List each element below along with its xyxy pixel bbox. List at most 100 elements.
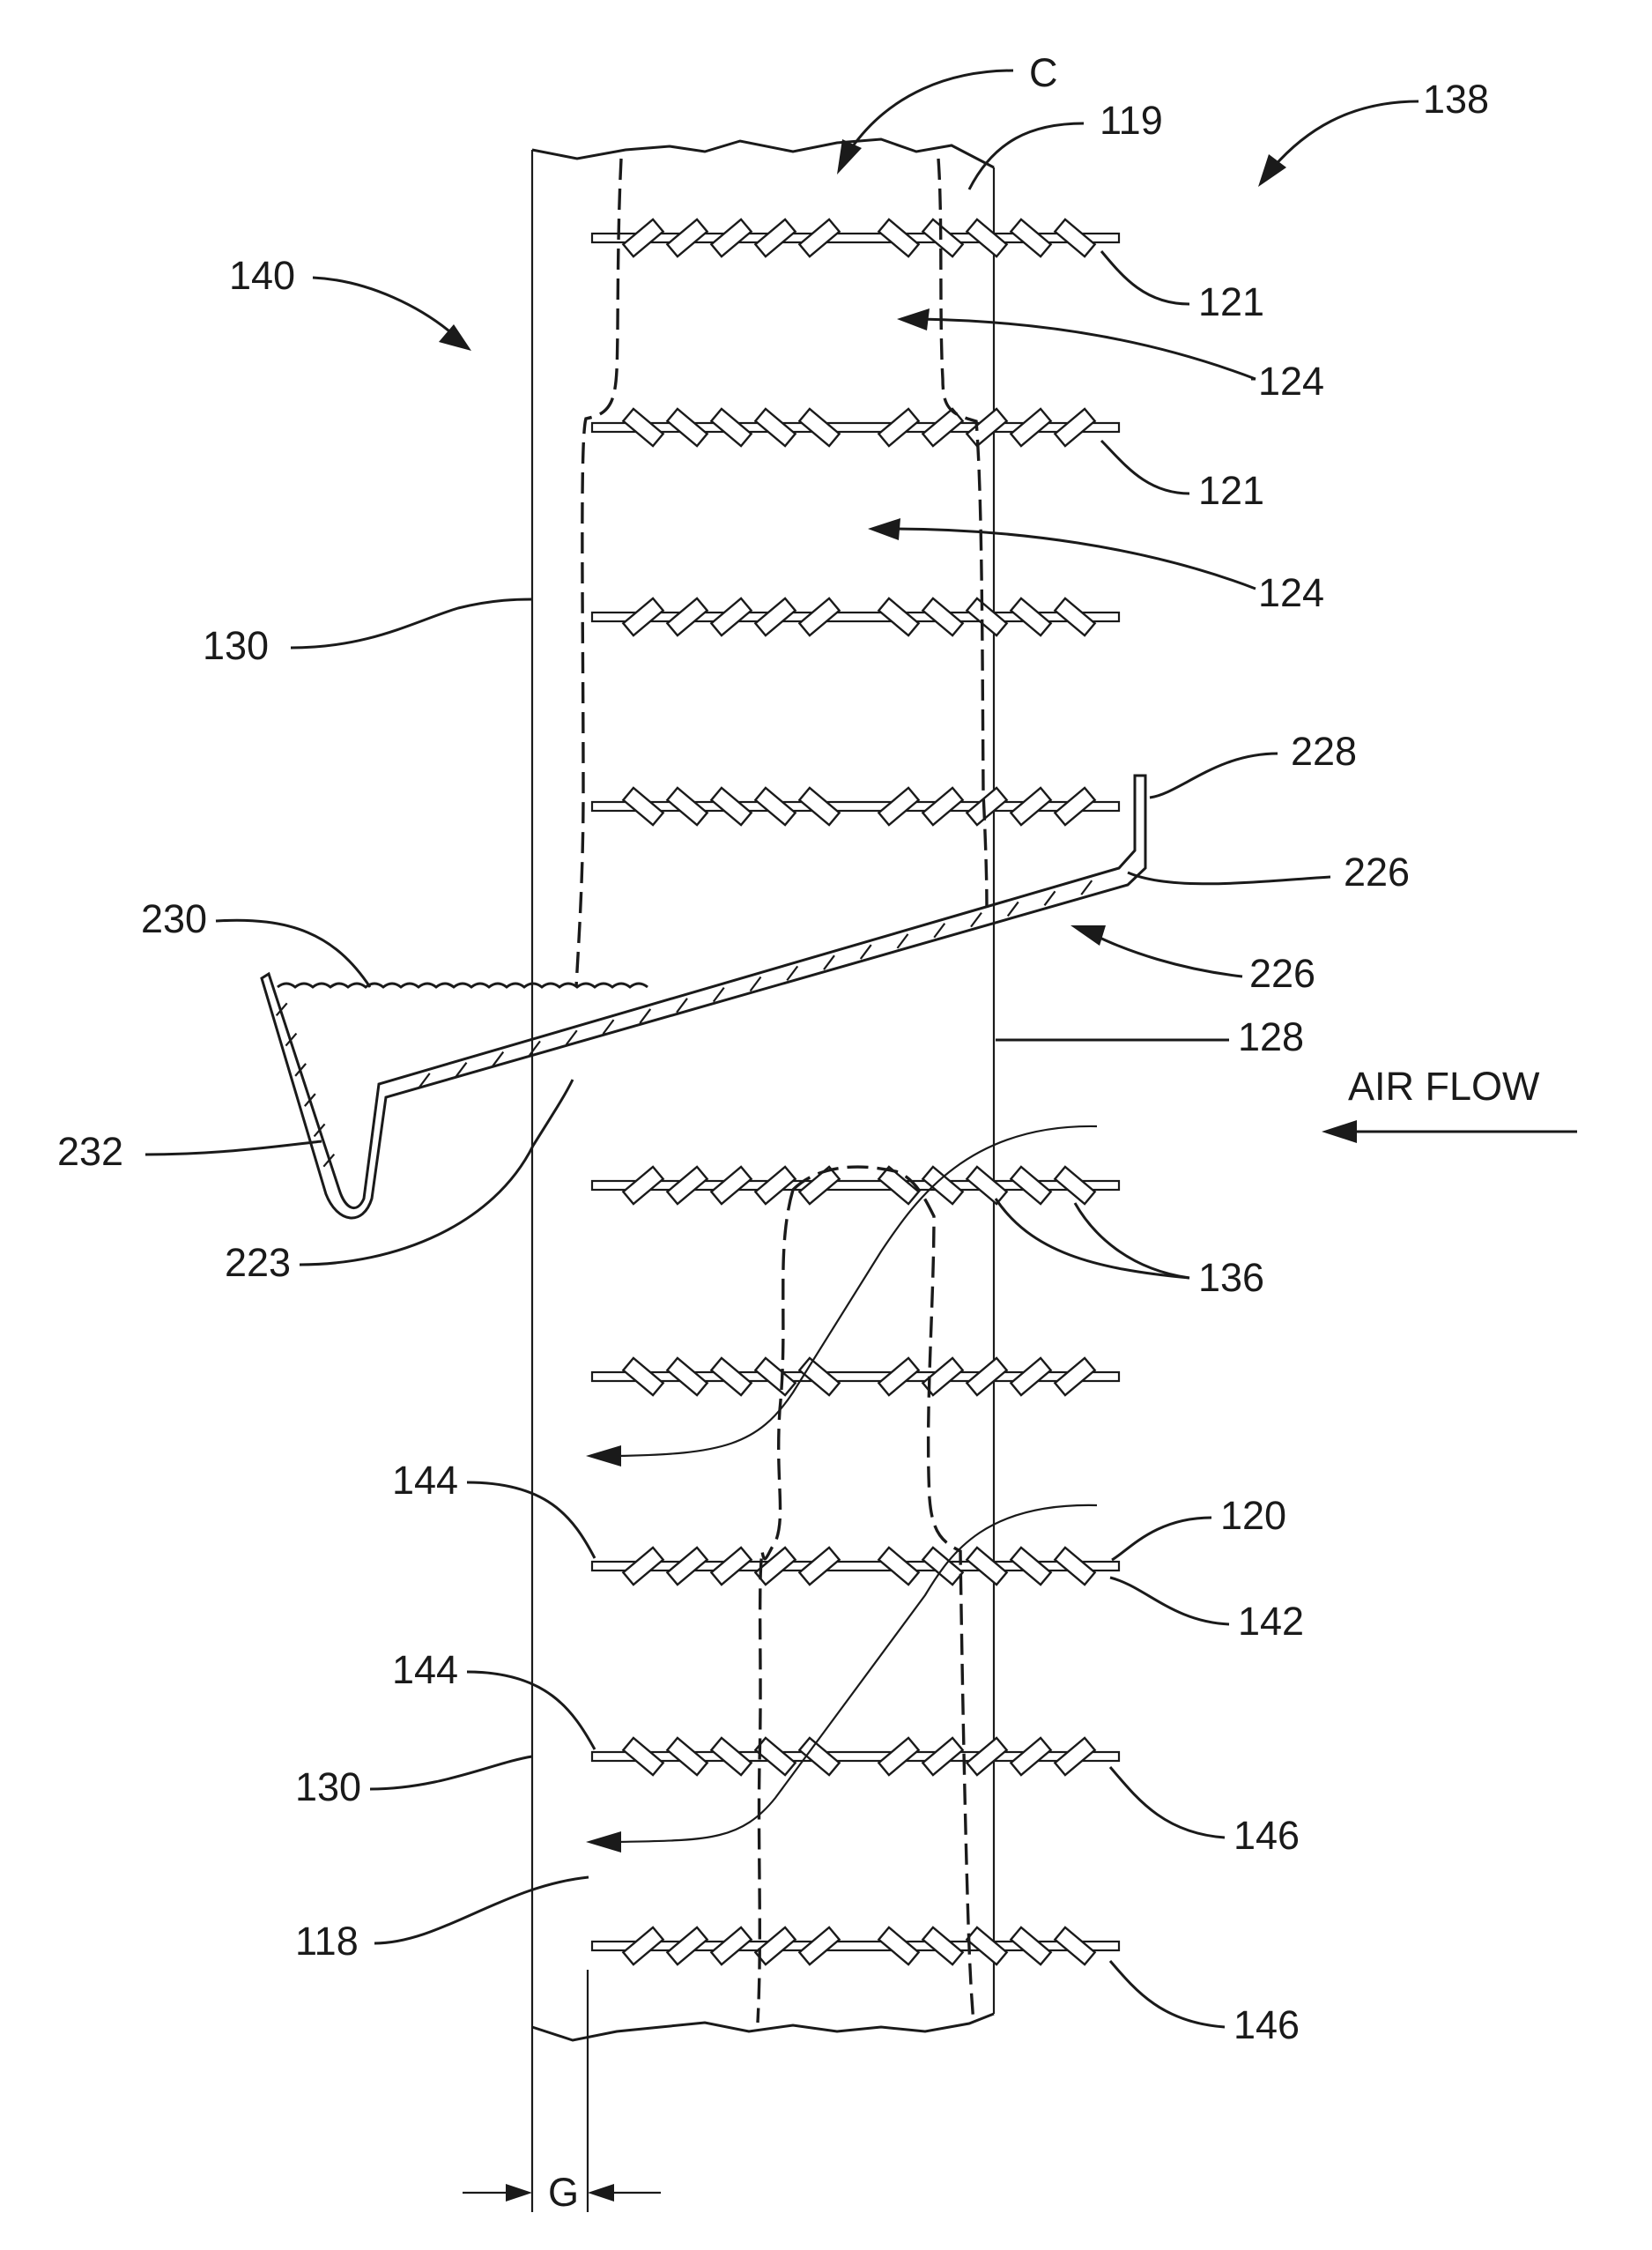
hatch-line (1045, 891, 1056, 905)
shelf-chip (799, 788, 839, 825)
shelf-chip (1011, 409, 1050, 446)
leader-228 (1150, 754, 1278, 798)
collection-trough-outer (262, 776, 1145, 1218)
shelf-chip (667, 1738, 707, 1775)
shelf-chip (1055, 1927, 1094, 1964)
leader-230 (216, 920, 370, 987)
arrowhead (586, 1831, 621, 1853)
shelf-chip (711, 1738, 751, 1775)
shelf-chip (1055, 1358, 1094, 1395)
label-118: 118 (295, 1919, 359, 1964)
shelf-chip (755, 1927, 795, 1964)
shelf-chip (1011, 1738, 1050, 1775)
label-128: 128 (1238, 1014, 1304, 1059)
shelf-chip (967, 1927, 1006, 1964)
shelf-chip (623, 409, 663, 446)
lower-dashed-boundary-loop (758, 1190, 793, 2023)
shelf-chip (711, 409, 751, 446)
shelf-chip (1011, 788, 1050, 825)
label-146-upper: 146 (1233, 1813, 1300, 1858)
shelf-chip (967, 409, 1006, 446)
shelf-chip (667, 409, 707, 446)
leader-130b (370, 1756, 532, 1789)
label-228: 228 (1291, 729, 1357, 774)
arrowhead (1070, 925, 1106, 946)
label-144-upper: 144 (392, 1458, 458, 1503)
shelf-chip (967, 598, 1006, 635)
leader-232 (145, 1141, 322, 1155)
label-121-upper: 121 (1198, 279, 1264, 324)
leader-lines (145, 71, 1419, 2202)
leader-119 (969, 123, 1084, 189)
label-226-lower: 226 (1249, 951, 1315, 996)
bottom-break-line (532, 2014, 994, 2040)
label-124-lower: 124 (1258, 570, 1324, 615)
label-air-flow: AIR FLOW (1348, 1064, 1540, 1109)
arrowhead (868, 518, 900, 540)
shelf-chip (1011, 1167, 1050, 1204)
shelf-chip (711, 1927, 751, 1964)
hatch-line (824, 955, 834, 969)
shelf-chip (1055, 1548, 1094, 1585)
trough-hatching (277, 880, 1093, 1167)
shelf-chip (922, 219, 962, 256)
shelf-chip (623, 1358, 663, 1395)
shelf-chip (1055, 598, 1094, 635)
shelf-chip (755, 598, 795, 635)
leader-144b (467, 1672, 595, 1749)
shelf-chip (711, 788, 751, 825)
label-120: 120 (1220, 1493, 1286, 1538)
shelf-chip (1011, 1927, 1050, 1964)
shelf-chip (922, 1927, 962, 1964)
shelf-chip (755, 1358, 795, 1395)
leader-144a (467, 1482, 595, 1558)
leader-121a (1101, 251, 1189, 304)
flow-arrow-124-lower (890, 529, 1256, 589)
arrowhead (588, 2184, 614, 2202)
air-flow-arrowhead (1322, 1120, 1357, 1143)
arrowhead (897, 308, 930, 330)
shelf-chip (799, 1548, 839, 1585)
shelf-chip (799, 1358, 839, 1395)
hatch-line (751, 977, 761, 991)
upper-left-dashed-boundary (576, 159, 621, 987)
shelf-chip (623, 1167, 663, 1204)
leader-136a (1075, 1203, 1189, 1278)
shelf-chip (711, 219, 751, 256)
leader-226b (1093, 934, 1242, 976)
label-124-upper: 124 (1258, 359, 1324, 404)
leader-142 (1110, 1578, 1229, 1624)
shelf-chip (878, 1927, 918, 1964)
shelf-chip (623, 1738, 663, 1775)
shelf-chip (878, 409, 918, 446)
arrowhead (837, 139, 862, 175)
shelf-chip (967, 1738, 1006, 1775)
shelf-chip (922, 1167, 962, 1204)
shelf-chip (623, 219, 663, 256)
shelf-chip (1011, 1548, 1050, 1585)
arrowhead (586, 1445, 621, 1467)
shelf-chip (967, 219, 1006, 256)
shelf-chip (711, 598, 751, 635)
leader-146b (1110, 1961, 1225, 2027)
shelf-chip (667, 788, 707, 825)
hatch-line (898, 934, 908, 948)
shelf-chip (1011, 219, 1050, 256)
hatch-line (1081, 880, 1092, 895)
shelf-group (592, 219, 1119, 1964)
leader-118 (374, 1877, 589, 1943)
shelf-chip (755, 409, 795, 446)
shelf-chip (878, 1548, 918, 1585)
shelf-chip (922, 598, 962, 635)
label-142: 142 (1238, 1599, 1304, 1644)
label-146-lower: 146 (1233, 2002, 1300, 2047)
shelf-chip (711, 1358, 751, 1395)
label-g: G (548, 2170, 579, 2215)
shelf-chip (755, 219, 795, 256)
label-138: 138 (1423, 77, 1489, 122)
shelf-chip (878, 1738, 918, 1775)
leader-140 (313, 278, 454, 335)
shelf-chip (967, 1167, 1006, 1204)
lower-dashed-boundary-loop-top (793, 1167, 974, 2023)
